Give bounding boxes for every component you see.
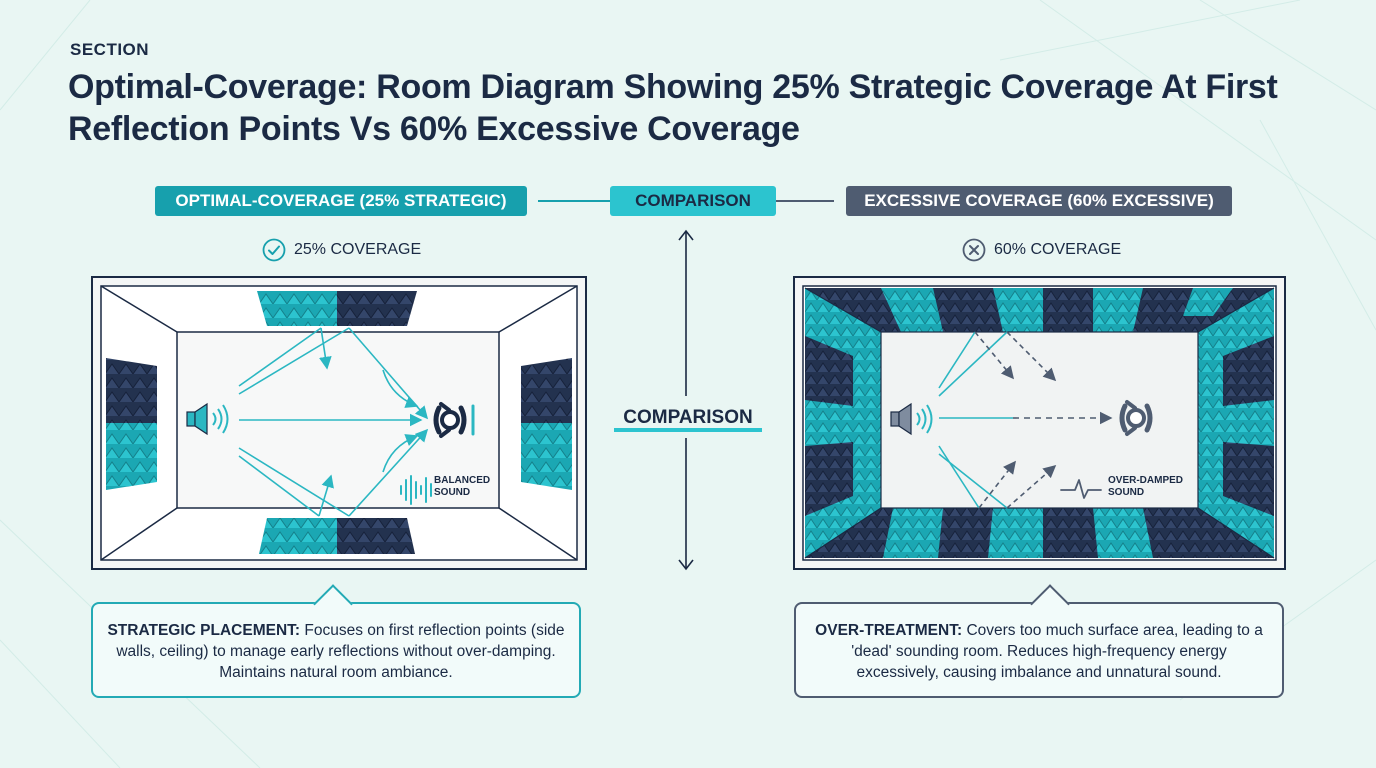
listener-icon [433, 402, 475, 438]
speaker-icon [890, 402, 933, 436]
room-diagram-excessive [793, 276, 1286, 570]
strategic-placement-callout: STRATEGIC PLACEMENT: Focuses on first re… [91, 584, 581, 698]
flatline-icon [1060, 479, 1102, 499]
foam-coverage [805, 288, 1274, 558]
connector-right [766, 200, 834, 202]
excessive-coverage-pill: EXCESSIVE COVERAGE (60% EXCESSIVE) [846, 186, 1232, 216]
coverage-text-left: 25% COVERAGE [294, 241, 422, 258]
x-circle-icon [962, 238, 986, 262]
bottom-panel [259, 518, 415, 554]
page-title: Optimal-Coverage: Room Diagram Showing 2… [68, 68, 1278, 148]
callout-heading-left: STRATEGIC PLACEMENT: [107, 622, 305, 639]
double-arrow-icon [678, 229, 694, 571]
check-circle-icon [262, 238, 286, 262]
room-diagram-optimal [91, 276, 587, 570]
damped-rays [938, 331, 1113, 509]
optimal-coverage-pill: OPTIMAL-COVERAGE (25% STRATEGIC) [155, 186, 527, 216]
comparison-pill: COMPARISON [610, 186, 776, 216]
section-label: SECTION [70, 40, 150, 59]
middle-comparison-label: COMPARISON [614, 402, 762, 434]
over-damped-sound-label: OVER-DAMPED SOUND [1108, 475, 1184, 498]
reflection-rays [238, 327, 429, 517]
connector-left [538, 200, 610, 202]
coverage-text-right: 60% COVERAGE [994, 241, 1122, 258]
callout-text-left: Focuses on first reflection points (side… [116, 622, 565, 681]
callout-text-right: Covers too much surface area, leading to… [851, 622, 1263, 681]
balanced-sound-label: BALANCED SOUND [434, 475, 491, 498]
listener-icon [1119, 400, 1153, 436]
speaker-icon [186, 402, 229, 436]
waveform-icon [400, 475, 432, 505]
callout-heading-right: OVER-TREATMENT: [815, 622, 967, 639]
left-wall-panel [106, 358, 157, 490]
over-treatment-callout: OVER-TREATMENT: Covers too much surface … [794, 584, 1284, 698]
coverage-label-left: 25% COVERAGE [262, 238, 421, 262]
coverage-label-right: 60% COVERAGE [962, 238, 1121, 262]
right-wall-panel [521, 358, 572, 490]
top-panel [257, 291, 417, 326]
